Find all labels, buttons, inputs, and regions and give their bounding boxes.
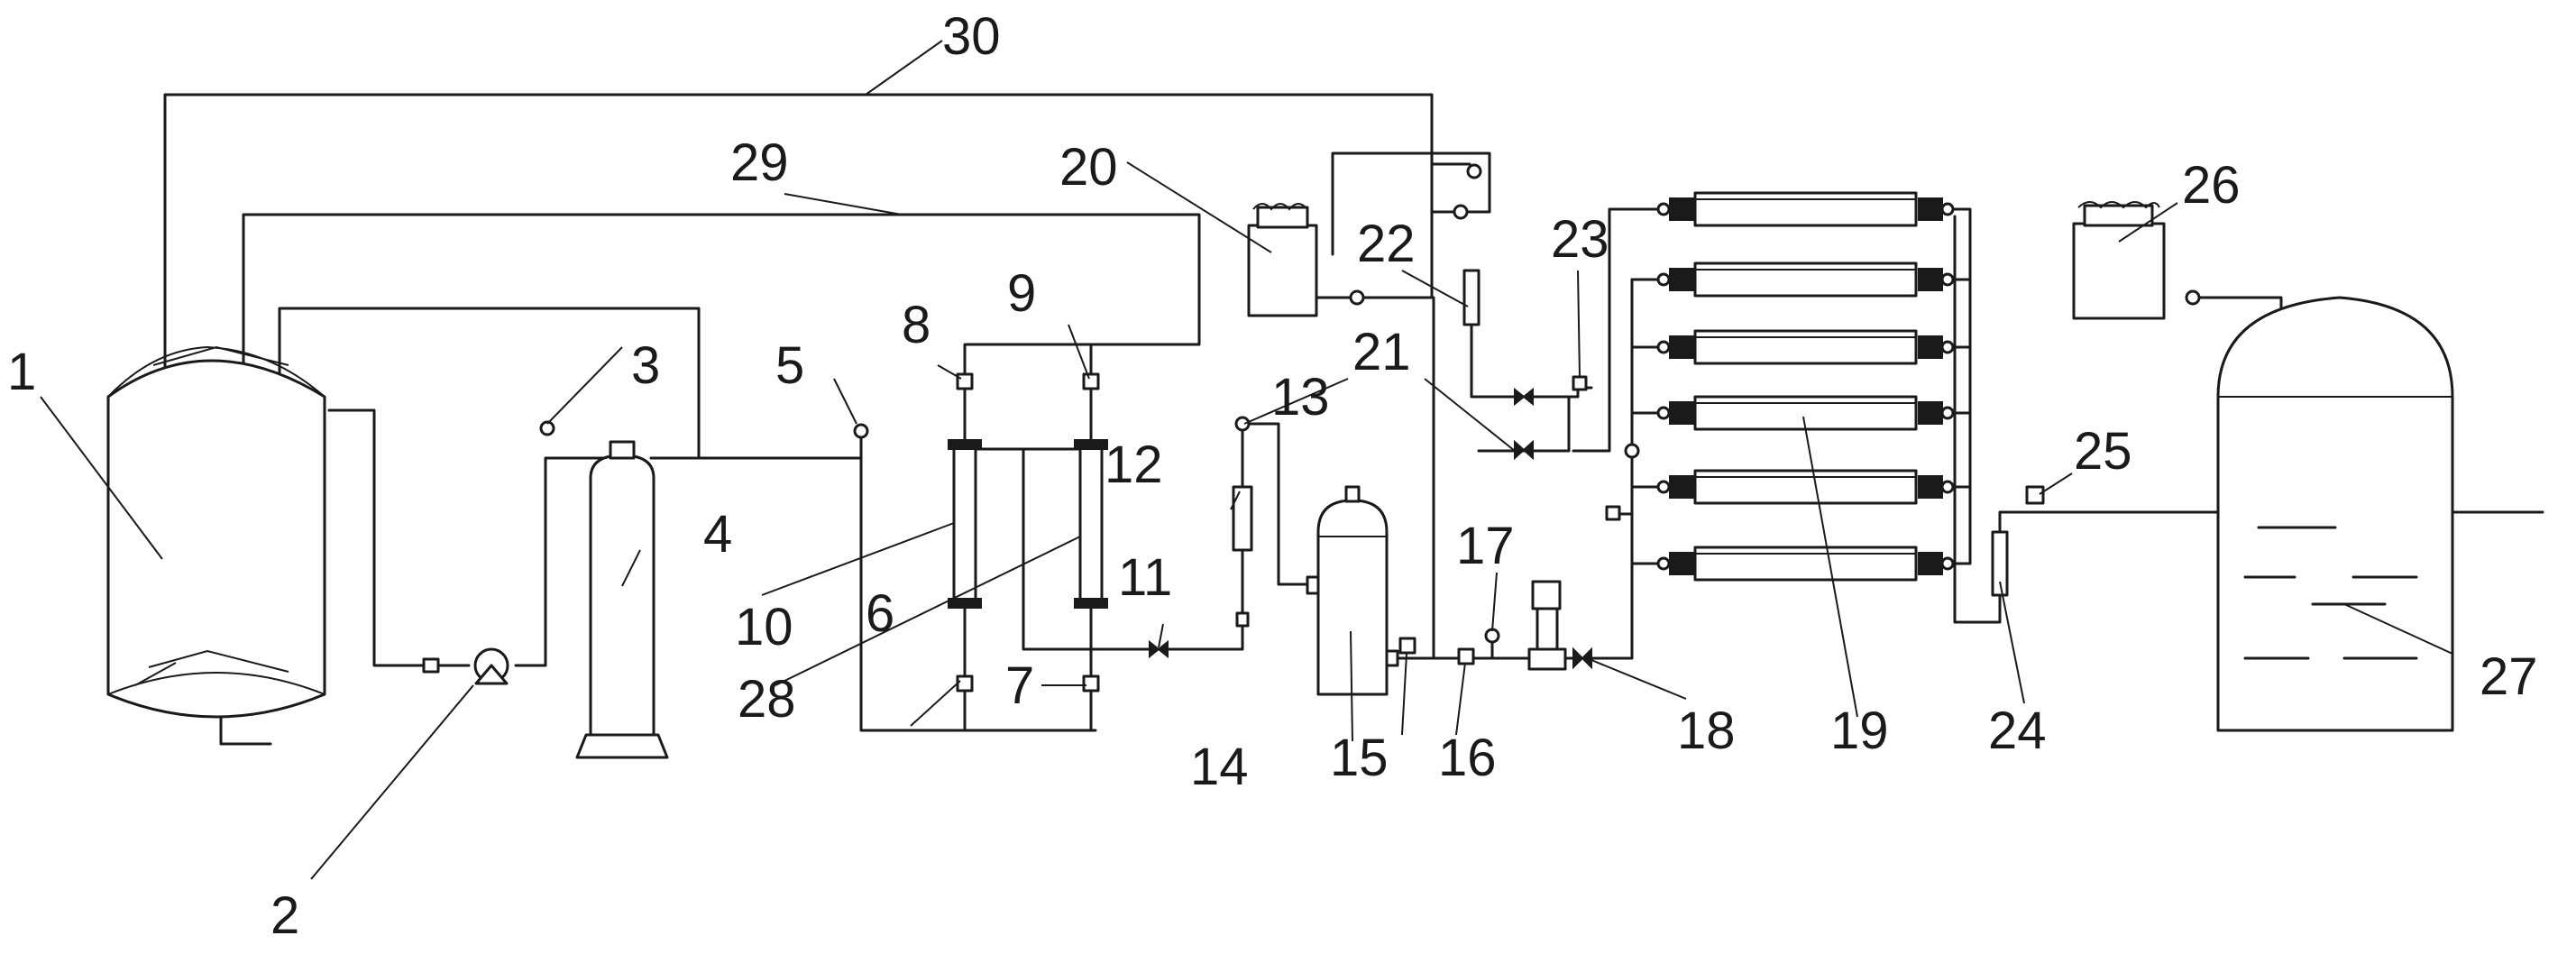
label-10: 10 — [735, 598, 793, 656]
label-14: 14 — [1190, 738, 1249, 796]
label-12: 12 — [1105, 436, 1163, 494]
valve-22-top — [1466, 163, 1482, 179]
column-10 — [952, 440, 977, 606]
valve-6 — [956, 674, 974, 693]
pipe-pump-to-filter — [514, 456, 633, 667]
pipe-membrane-collector — [1953, 215, 1976, 624]
pipe-29 — [242, 213, 1201, 430]
label-28: 28 — [738, 670, 796, 729]
label-29: 29 — [730, 133, 789, 192]
flowmeter-12-base — [1235, 611, 1250, 628]
label-8: 8 — [902, 296, 930, 354]
leader-lines — [40, 40, 2453, 880]
flowmeter-24 — [1991, 530, 2009, 597]
label-19: 19 — [1830, 702, 1889, 760]
label-15: 15 — [1330, 729, 1389, 787]
membrane-element — [1656, 329, 1955, 365]
valve-21 — [1514, 439, 1534, 461]
flowmeter-12 — [1232, 485, 1253, 552]
product-tank — [2216, 296, 2454, 732]
label-7: 7 — [1005, 656, 1034, 715]
dosing-tank-20 — [1247, 203, 1365, 317]
label-13: 13 — [1271, 368, 1330, 427]
pipe-to-24 — [1973, 510, 2229, 624]
membrane-element — [1656, 546, 1955, 582]
label-23: 23 — [1551, 210, 1609, 269]
label-3: 3 — [631, 336, 660, 395]
valves — [539, 163, 2045, 693]
valve-3 — [539, 420, 555, 436]
label-26: 26 — [2182, 156, 2241, 215]
security-filter — [1306, 485, 1399, 696]
valve-9 — [1082, 372, 1100, 390]
label-18: 18 — [1677, 702, 1736, 760]
valve-11 — [1149, 639, 1169, 659]
valve-21b — [1514, 387, 1534, 407]
pipe-tank-20 — [1316, 162, 1471, 299]
valve-8 — [956, 372, 974, 390]
pipe-loop-22 — [1331, 151, 1491, 256]
valve-13 — [1234, 416, 1251, 432]
high-pressure-pump — [1527, 580, 1592, 671]
label-22: 22 — [1357, 215, 1416, 273]
pipe-23-up — [1572, 207, 1670, 453]
label-6: 6 — [866, 584, 894, 643]
label-9: 9 — [1007, 264, 1036, 323]
membrane-element — [1656, 261, 1955, 298]
valve-membrane — [1624, 443, 1640, 459]
pipe-13-to-14 — [1241, 422, 1320, 586]
pipe-22-to-21 — [1470, 269, 1571, 453]
label-25: 25 — [2074, 422, 2132, 481]
sensor-16 — [1457, 647, 1475, 665]
feed-pump — [422, 647, 509, 685]
membrane-element — [1656, 469, 1955, 505]
label-1: 1 — [7, 343, 36, 401]
pipe-tank-drain — [219, 711, 272, 746]
label-4: 4 — [703, 505, 732, 564]
label-2: 2 — [270, 886, 299, 945]
label-27: 27 — [2480, 647, 2538, 706]
valve-5 — [853, 423, 869, 439]
membrane-element — [1656, 395, 1955, 431]
membrane-element — [1656, 191, 1955, 227]
sensor-17 — [1484, 628, 1500, 644]
pipe-inner-loop — [278, 307, 701, 460]
callout-labels: 1 2 3 4 5 6 7 8 9 10 11 12 13 14 15 16 1… — [7, 7, 2538, 945]
pipe-30 — [163, 93, 1434, 525]
label-11: 11 — [1118, 548, 1172, 607]
label-24: 24 — [1988, 702, 2047, 760]
pipe-tank-to-pump — [327, 408, 471, 667]
label-17: 17 — [1456, 517, 1515, 575]
flowmeter-22 — [1462, 269, 1481, 326]
sensor-25 — [2025, 485, 2045, 505]
membrane-array — [1656, 191, 1955, 582]
feed-tank — [106, 345, 326, 719]
pipe-manifold-left — [859, 456, 1097, 732]
label-16: 16 — [1438, 729, 1497, 787]
pretreatment-filter — [575, 440, 669, 759]
column-28 — [1078, 440, 1104, 606]
valve-7 — [1082, 674, 1100, 693]
label-5: 5 — [775, 336, 804, 395]
label-30: 30 — [942, 7, 1001, 66]
dosing-tank-26 — [2072, 201, 2201, 320]
sensor-membrane — [1605, 505, 1621, 521]
label-20: 20 — [1059, 138, 1118, 197]
ion-exchange-columns — [948, 439, 1108, 609]
sensor-15 — [1398, 637, 1416, 655]
valve-22-mid — [1453, 204, 1469, 220]
label-21: 21 — [1352, 323, 1411, 381]
pipe-pump-to-membranes — [1549, 278, 1674, 660]
valve-23 — [1572, 375, 1588, 391]
